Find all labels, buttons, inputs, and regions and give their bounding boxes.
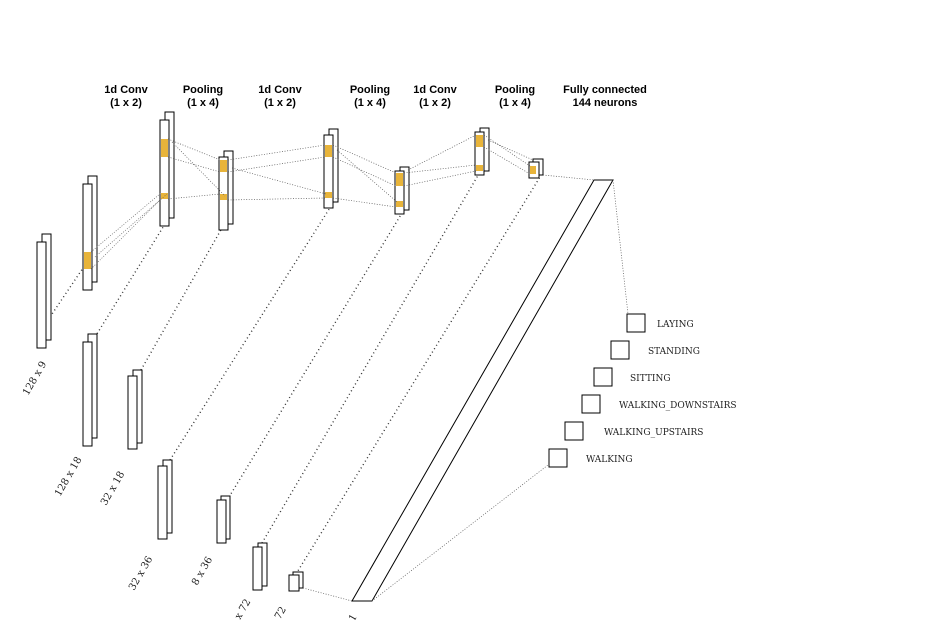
layer-conv-3 [252, 166, 410, 591]
fine-connectors-4 [332, 144, 398, 208]
header-subtitle: (1 x 2) [110, 97, 142, 109]
header-conv-2: 1d Conv (1 x 2) [235, 84, 325, 110]
header-conv-1: 1d Conv (1 x 2) [81, 84, 171, 110]
class-label: LAYING [657, 320, 694, 330]
class-label: WALKING_UPSTAIRS [604, 428, 703, 438]
header-subtitle: (1 x 2) [419, 97, 451, 109]
dim-label: 1 [347, 612, 360, 620]
class-box-laying [626, 313, 646, 333]
dim-label: 32 x 36 [127, 555, 155, 593]
layer-input [36, 233, 52, 349]
class-box-walking [548, 448, 568, 468]
class-label: SITTING [630, 374, 671, 384]
class-box-standing [610, 340, 630, 360]
fully-connected-layer [302, 174, 629, 602]
class-box-walking-upstairs [564, 421, 584, 441]
class-box-walking-downstairs [581, 394, 601, 414]
layer-conv-1 [82, 175, 98, 447]
header-conv-3: 1d Conv (1 x 2) [390, 84, 480, 110]
header-title: 1d Conv [258, 84, 302, 96]
class-label: STANDING [648, 347, 700, 357]
header-title: Fully connected [563, 84, 647, 96]
fine-connectors-3 [227, 144, 327, 201]
dim-label: 72 [273, 605, 289, 620]
header-pool-2: Pooling (1 x 4) [325, 84, 415, 110]
header-subtitle: (1 x 2) [264, 97, 296, 109]
class-box-sitting [593, 367, 613, 387]
header-title: Pooling [182, 84, 224, 96]
class-label: WALKING_DOWNSTAIRS [619, 401, 737, 411]
dimension-labels: 128 x 9 128 x 18 32 x 18 32 x 36 8 x 36 … [21, 360, 360, 620]
header-pool-1: Pooling (1 x 4) [158, 84, 248, 110]
header-fully-connected: Fully connected 144 neurons [550, 84, 660, 110]
fine-connectors-1 [90, 192, 168, 270]
fine-connectors-2 [167, 138, 226, 200]
layer-pool-1 [127, 111, 175, 450]
header-pool-3: Pooling (1 x 4) [470, 84, 560, 110]
header-subtitle: (1 x 4) [499, 97, 531, 109]
header-subtitle: (1 x 4) [187, 97, 219, 109]
layer-conv-2 [157, 150, 234, 540]
header-title: Pooling [494, 84, 536, 96]
layer-final-pool [528, 158, 544, 179]
header-title: Pooling [349, 84, 391, 96]
dim-label: 128 x 9 [21, 360, 49, 398]
dim-label: 32 x 18 [99, 470, 127, 508]
dim-label: 128 x 18 [53, 455, 84, 498]
fine-connectors-6 [483, 134, 534, 175]
depth-connectors [49, 171, 541, 575]
header-subtitle: 144 neurons [572, 97, 638, 109]
dim-label: x 72 [233, 597, 253, 620]
layer-pool-2 [216, 128, 339, 544]
header-subtitle: (1 x 4) [354, 97, 386, 109]
header-title: 1d Conv [413, 84, 457, 96]
layer-pool-3 [288, 127, 490, 592]
dim-label: 8 x 36 [190, 555, 215, 587]
class-label: WALKING [586, 455, 633, 465]
header-title: 1d Conv [104, 84, 148, 96]
output-classes: LAYING STANDING SITTING WALKING_DOWNSTAI… [548, 313, 737, 468]
fine-connectors-5 [403, 134, 477, 187]
